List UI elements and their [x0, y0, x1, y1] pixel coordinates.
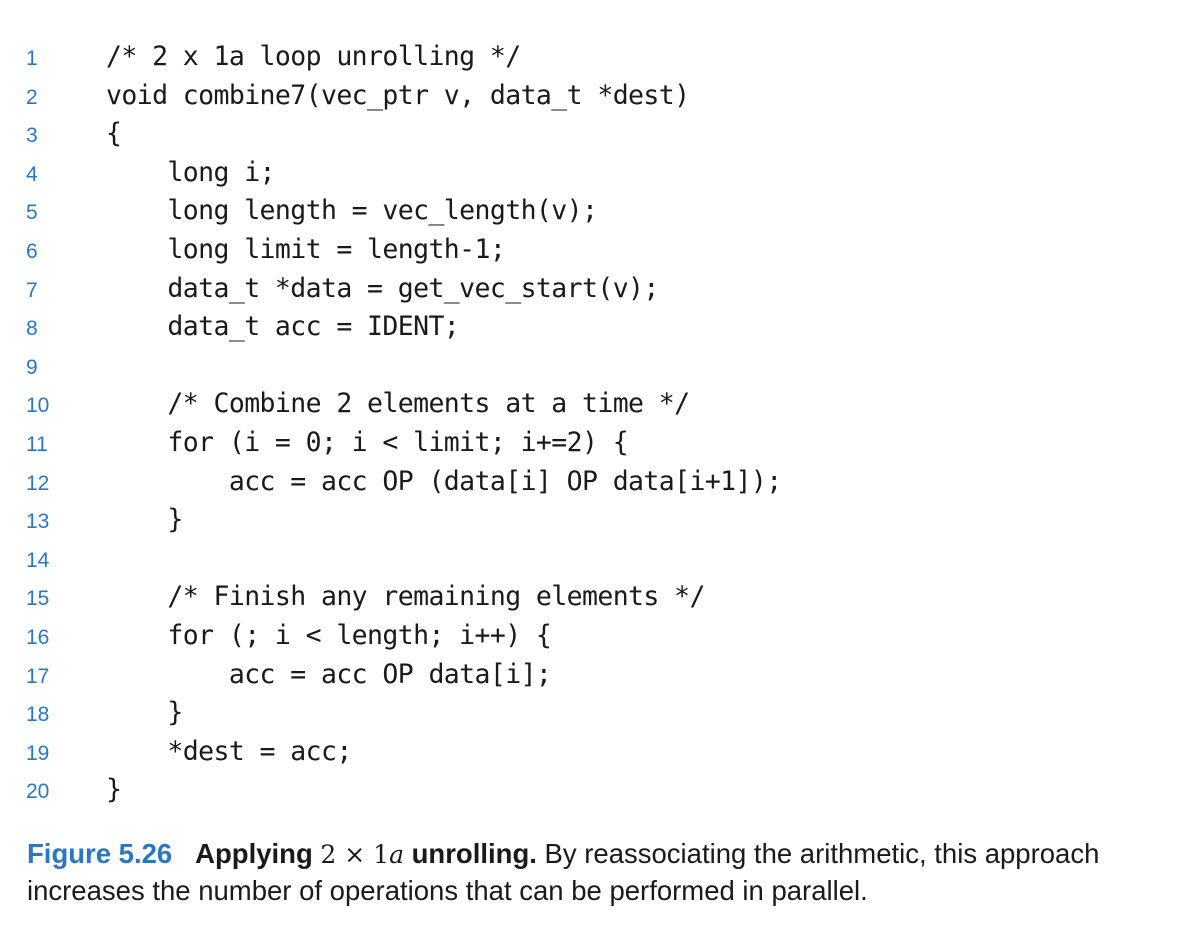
code-listing: 1 /* 2 x 1a loop unrolling */ 2 void combi…	[0, 39, 1202, 811]
code-line: 3{	[0, 116, 1202, 155]
code-line: 13 }	[0, 502, 1202, 541]
code-text: }	[106, 774, 122, 806]
code-text: acc = acc OP (data[i] OP data[i+1]);	[106, 465, 782, 497]
line-number: 5	[26, 201, 38, 225]
line-number: 12	[26, 471, 50, 495]
code-line: 10 /* Combine 2 elements at a time */	[0, 386, 1202, 425]
code-line: 2 void combine7(vec_ptr v, data_t *dest)	[0, 78, 1202, 117]
code-line: 7 data_t *data = get_vec_start(v);	[0, 271, 1202, 310]
code-text: *dest = acc;	[106, 735, 352, 767]
code-line: 9	[0, 348, 1202, 387]
line-number: 7	[26, 278, 38, 302]
line-number: 3	[26, 124, 38, 148]
line-number: 13	[26, 510, 50, 534]
code-text: long limit = length-1;	[106, 233, 506, 265]
code-text: }	[106, 697, 183, 729]
line-number: 6	[26, 239, 38, 263]
code-text: data_t acc = IDENT;	[106, 311, 460, 343]
line-number: 8	[26, 317, 38, 341]
code-text: long i;	[106, 156, 275, 188]
code-text: {	[106, 118, 122, 150]
code-text: data_t *data = get_vec_start(v);	[106, 272, 659, 304]
math-factor: 2	[320, 840, 337, 869]
line-number: 18	[26, 703, 50, 727]
code-text: /* Combine 2 elements at a time */	[106, 388, 690, 420]
line-number: 20	[26, 780, 50, 804]
code-line: 14	[0, 541, 1202, 580]
code-text: acc = acc OP data[i];	[106, 658, 552, 690]
line-number: 14	[26, 548, 50, 572]
figure-caption: Figure 5.26 Applying 2 × 1a unrolling. B…	[27, 836, 1177, 909]
code-line: 20}	[0, 772, 1202, 811]
code-line: 6 long limit = length-1;	[0, 232, 1202, 271]
line-number: 19	[26, 741, 50, 765]
math-one: 1	[373, 840, 390, 869]
code-line: 8 data_t acc = IDENT;	[0, 309, 1202, 348]
code-line: 19 *dest = acc;	[0, 734, 1202, 773]
code-line: 18 }	[0, 695, 1202, 734]
line-number: 4	[26, 162, 38, 186]
line-number: 9	[26, 355, 38, 379]
line-number: 10	[26, 394, 50, 418]
figure-title: Applying 2 × 1a unrolling.	[195, 838, 537, 869]
code-text: for (; i < length; i++) {	[106, 619, 552, 651]
math-expression: 2 × 1a	[320, 840, 404, 869]
title-end: unrolling.	[411, 838, 537, 869]
line-number: 1	[26, 47, 38, 70]
code-line: 11 for (i = 0; i < limit; i+=2) {	[0, 425, 1202, 464]
line-number: 2	[26, 85, 38, 109]
caption-body: By reassociating the arithmetic, this ap…	[27, 838, 1100, 906]
code-text: }	[106, 504, 183, 536]
code-line: 15 /* Finish any remaining elements */	[0, 579, 1202, 618]
code-text: long length = vec_length(v);	[106, 195, 598, 227]
code-line: 12 acc = acc OP (data[i] OP data[i+1]);	[0, 464, 1202, 503]
figure-label: Figure 5.26	[27, 838, 173, 869]
code-line: 4 long i;	[0, 155, 1202, 194]
line-number: 16	[26, 625, 50, 649]
line-number: 15	[26, 587, 50, 611]
code-text: for (i = 0; i < limit; i+=2) {	[106, 426, 629, 458]
math-times-sign: ×	[344, 840, 366, 869]
title-start: Applying	[195, 838, 313, 869]
math-variable: a	[389, 840, 404, 869]
code-line: 1 /* 2 x 1a loop unrolling */	[0, 39, 1202, 78]
code-text: /* 2 x 1a loop unrolling */	[106, 41, 521, 72]
code-text: /* Finish any remaining elements */	[106, 581, 705, 613]
code-line: 16 for (; i < length; i++) {	[0, 618, 1202, 657]
line-number: 17	[26, 664, 50, 688]
code-text: void combine7(vec_ptr v, data_t *dest)	[106, 79, 690, 111]
code-line: 5 long length = vec_length(v);	[0, 193, 1202, 232]
line-number: 11	[26, 432, 48, 456]
code-line: 17 acc = acc OP data[i];	[0, 657, 1202, 696]
